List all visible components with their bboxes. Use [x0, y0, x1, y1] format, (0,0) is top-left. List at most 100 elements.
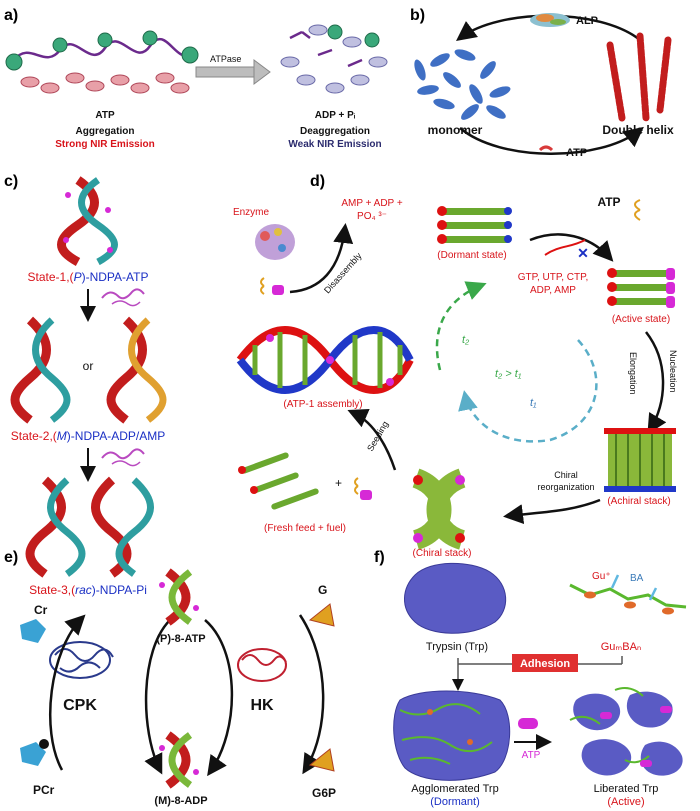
alp-enzyme-icon	[530, 13, 570, 27]
bottom-cycle-arrow	[459, 126, 644, 155]
dormant-label: (Dormant state)	[437, 250, 506, 261]
adhesion-box	[512, 654, 578, 672]
chiral-stack	[411, 468, 467, 550]
achiral-stack	[604, 428, 676, 492]
hk-protein-icon	[237, 648, 287, 682]
alp-label: ALP	[576, 15, 598, 27]
chiral-reorg-line1: Chiral	[554, 470, 578, 480]
atpase-label: ATPase	[210, 54, 241, 64]
g6p-label: G6P	[312, 786, 336, 800]
panel-a: a) ATPase	[4, 7, 388, 150]
pcr-label: PCr	[33, 783, 55, 797]
dormant-trp-label: (Dormant)	[430, 796, 480, 808]
disassembly-arrow	[289, 223, 354, 294]
polymer-label: GuₘBAₙ	[601, 641, 642, 653]
t2-gt-t1-label: t₂ > t₁	[495, 368, 522, 380]
adhesion-label: Adhesion	[520, 658, 570, 670]
cpk-cycle-arrow	[48, 614, 86, 771]
deaggregation-label: Deaggregation	[300, 126, 370, 137]
panel-c: c) State-1,(P)-NDPA-ATP or State-2,(M)-N…	[4, 173, 167, 597]
helix-state2	[10, 316, 167, 424]
fuel-icon-d1	[260, 277, 284, 295]
state2-label: State-2,(M)-NDPA-ADP/AMP	[11, 429, 165, 443]
monomer-cluster	[414, 49, 511, 120]
weak-nir-label: Weak NIR Emission	[288, 139, 381, 150]
monomer-label: monomer	[428, 123, 483, 137]
enzyme-label: Enzyme	[233, 207, 270, 218]
products-line1: AMP + ADP +	[341, 198, 402, 209]
t1-label: t₁	[530, 397, 537, 409]
panel-b: b) ALP monomer Double helix	[410, 7, 674, 159]
trypsin-label: Trypsin (Trp)	[426, 641, 488, 653]
agglomerated-trp	[393, 690, 511, 781]
panel-c-label: c)	[4, 173, 18, 190]
aggregate-illustration	[5, 30, 199, 94]
double-helix-label: Double helix	[602, 123, 674, 137]
atp-fuel-icon	[538, 145, 554, 152]
adp-species: ADP + Pᵢ	[315, 110, 356, 121]
polymer-chain	[569, 574, 687, 615]
p8atp-helix	[159, 568, 199, 626]
liberated-label: Liberated Trp	[594, 783, 659, 795]
active-trp-label: (Active)	[607, 796, 644, 808]
panel-b-label: b)	[410, 7, 425, 24]
fresh-feed-label: (Fresh feed + fuel)	[264, 523, 346, 534]
cpk-protein-icon	[49, 641, 114, 679]
panel-f-label: f)	[374, 549, 385, 566]
cr-label: Cr	[34, 603, 48, 617]
active-label: (Active state)	[612, 314, 670, 325]
competitors-line1: GTP, UTP, CTP,	[518, 272, 589, 283]
seeding-arrow	[347, 408, 397, 471]
state3-label: State-3,(rac)-NDPA-Pi	[29, 583, 147, 597]
m8adp-label: (M)-8-ADP	[154, 795, 207, 807]
gu-label: Gu⁺	[592, 571, 611, 582]
atp-fuel-label-d: ATP	[597, 195, 620, 209]
competitors-line2: ADP, AMP	[530, 285, 576, 296]
fresh-feed-plus: +	[335, 476, 342, 490]
hk-cycle-arrow	[298, 614, 325, 775]
deaggregate-illustration	[280, 24, 388, 94]
chiral-reorg-line2: reorganization	[537, 482, 594, 492]
double-helix-rods	[606, 32, 672, 122]
dormant-rods	[437, 206, 512, 244]
phosphatase-icon-1	[101, 288, 145, 307]
or-text: or	[83, 359, 94, 373]
right-inner-arrow	[204, 619, 234, 777]
atp1-assembly-label: (ATP-1 assembly)	[283, 399, 362, 410]
enzyme-blob-icon	[255, 224, 295, 260]
chiral-reorg-arrow	[503, 498, 601, 525]
pcr-icon	[20, 739, 49, 766]
t2-label: t₂	[462, 334, 470, 346]
panel-d: d) Enzyme AMP + ADP + PO₄ ³⁻ Disassembly…	[233, 173, 678, 559]
nucleation-label: Nucleation	[668, 350, 678, 393]
phosphatase-icon-2	[101, 448, 145, 467]
atp-fuel-icon-d	[634, 199, 641, 221]
atpase-arrow	[195, 59, 271, 85]
fuel-icon-d2	[354, 477, 372, 500]
rejected-path	[544, 239, 586, 256]
achiral-label: (Achiral stack)	[607, 496, 670, 507]
atp-species: ATP	[95, 110, 115, 121]
liberated-trp	[569, 687, 683, 776]
atp-fuel-label: ATP	[566, 147, 587, 159]
products-line2: PO₄ ³⁻	[357, 211, 387, 222]
state1-label: State-1,(P)-NDPA-ATP	[28, 270, 149, 284]
active-rods	[607, 268, 675, 308]
atp1-assembly-helix	[236, 326, 414, 394]
nucleation-arrow	[645, 331, 667, 435]
panel-a-label: a)	[4, 7, 18, 24]
p8atp-label: (P)-8-ATP	[156, 633, 205, 645]
m8adp-helix	[159, 731, 199, 789]
cpk-label: CPK	[63, 697, 97, 714]
helix-state3	[25, 476, 154, 578]
helix-state1	[57, 176, 118, 266]
trypsin-blob	[404, 562, 507, 634]
atp-f-label: ATP	[522, 750, 541, 761]
activation-arrow	[529, 233, 614, 262]
elongation-label: Elongation	[628, 352, 638, 395]
t1-cycle-arrow	[458, 339, 598, 443]
panel-f: f) Trypsin (Trp) Gu⁺ BA GuₘBAₙ Adhesion …	[374, 549, 687, 808]
glucose-icon	[308, 603, 335, 627]
aggregation-label: Aggregation	[76, 126, 135, 137]
